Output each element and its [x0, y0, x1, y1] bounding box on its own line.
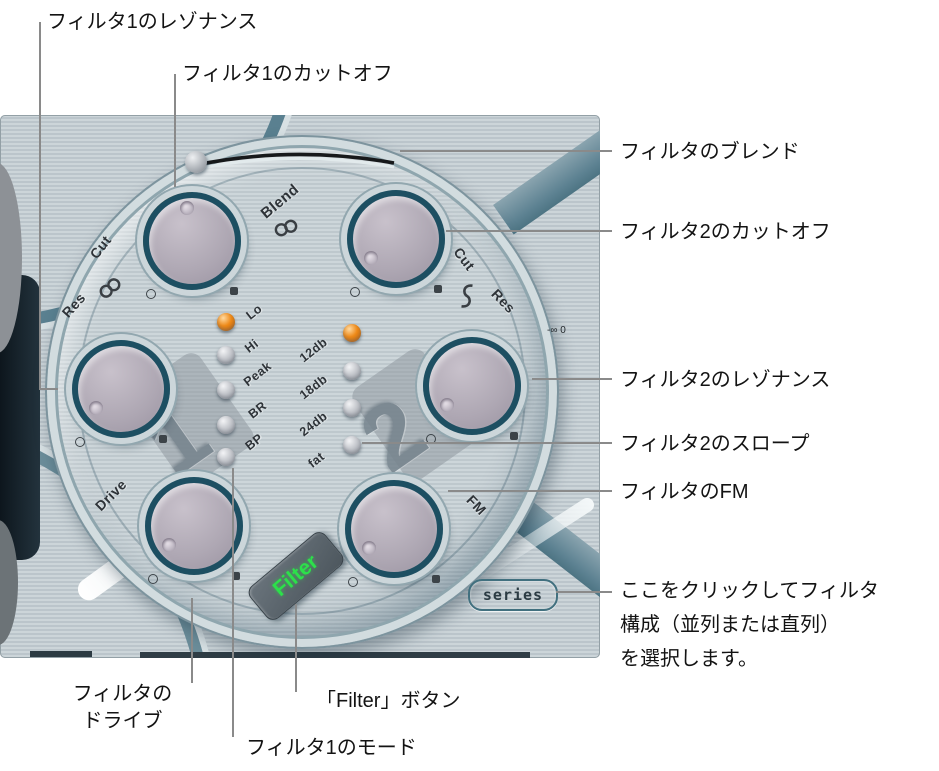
- knob-min-marker: [350, 287, 360, 297]
- knob-pointer: [440, 398, 454, 412]
- filter2-slope-led-fat[interactable]: [343, 436, 361, 454]
- filter2-resonance-knob[interactable]: [408, 322, 538, 452]
- series-button[interactable]: series: [468, 579, 558, 611]
- callout-filter2-slope: フィルタ2のスロープ: [620, 433, 810, 455]
- callout-line-filter1-resonance-h: [39, 388, 58, 390]
- filter2-cutoff-link-icon: [461, 284, 473, 308]
- knob-face: [345, 480, 443, 578]
- knob-max-marker: [230, 287, 238, 295]
- callout-line-filter1-cutoff: [174, 74, 176, 187]
- filter1-mode-led-br[interactable]: [217, 416, 235, 434]
- knob-max-marker: [159, 435, 167, 443]
- filter1-cutoff-knob[interactable]: [128, 177, 258, 307]
- filter1-drive-knob[interactable]: [130, 462, 260, 592]
- callout-line-filter-blend: [400, 150, 612, 152]
- blend-link-icon: [274, 219, 298, 237]
- filter2-slope-led-18db[interactable]: [343, 362, 361, 380]
- panel-gray-sliver-bottom: [0, 520, 18, 645]
- knob-min-marker: [146, 289, 156, 299]
- filter1-resonance-knob[interactable]: [57, 325, 187, 455]
- callout-filter-button: 「Filter」ボタン: [316, 690, 461, 712]
- knob-pointer: [364, 251, 378, 265]
- knob-min-marker: [348, 577, 358, 587]
- knob-pointer: [180, 201, 194, 215]
- blend-slider-track[interactable]: [186, 141, 404, 183]
- filter-fm-knob[interactable]: [330, 465, 460, 595]
- callout-line-filter1-resonance-v: [39, 22, 41, 390]
- callout-line-filter2-cutoff: [446, 230, 612, 232]
- callout-line-drive: [191, 598, 193, 683]
- callout-filter2-resonance: フィルタ2のレゾナンス: [620, 369, 831, 391]
- filter1-mode-led-hi[interactable]: [217, 346, 235, 364]
- knob-min-marker: [75, 437, 85, 447]
- callout-line-filter2-resonance: [532, 378, 612, 380]
- callout-line-filter-button: [295, 604, 297, 692]
- filter1-mode-led-lo[interactable]: [217, 313, 235, 331]
- callout-config-note: ここをクリックしてフィルタ 構成（並列または直列） を選択します。: [620, 580, 879, 670]
- filter1-cutoff-link-icon: [99, 278, 121, 298]
- knob-face: [423, 337, 521, 435]
- knob-max-marker: [232, 572, 240, 580]
- knob-face: [72, 340, 170, 438]
- filter2-cutoff-knob[interactable]: [332, 175, 462, 305]
- callout-line-filter1-mode: [232, 468, 234, 737]
- knob-min-marker: [148, 574, 158, 584]
- filter1-mode-led-bp[interactable]: [217, 448, 235, 466]
- knob-face: [143, 192, 241, 290]
- knob-max-marker: [432, 575, 440, 583]
- callout-line-filter-fm: [448, 490, 612, 492]
- knob-pointer: [162, 538, 176, 552]
- filter2-slope-led-24db[interactable]: [343, 399, 361, 417]
- knob-face: [347, 190, 445, 288]
- panel-bottom-strip-1: [30, 651, 92, 657]
- callout-filter-fm: フィルタのFM: [620, 481, 749, 503]
- callout-filter-drive: フィルタの ドライブ: [72, 683, 173, 732]
- filter1-mode-led-peak[interactable]: [217, 381, 235, 399]
- es2-filter-panel: 1 2 Blend Cut Res: [0, 115, 600, 658]
- edge-scale-text: -∞ 0: [547, 325, 566, 336]
- knob-max-marker: [510, 432, 518, 440]
- filter2-slope-led-12db[interactable]: [343, 324, 361, 342]
- blend-slider-handle[interactable]: [185, 151, 207, 173]
- callout-filter2-cutoff: フィルタ2のカットオフ: [620, 221, 831, 243]
- panel-spoke-top-right: [493, 115, 600, 235]
- knob-pointer: [362, 541, 376, 555]
- callout-line-filter2-slope: [362, 442, 612, 444]
- callout-filter1-resonance: フィルタ1のレゾナンス: [47, 11, 258, 33]
- panel-bottom-strip-2: [140, 652, 530, 658]
- knob-face: [145, 477, 243, 575]
- callout-filter1-mode: フィルタ1のモード: [246, 737, 417, 759]
- callout-line-series: [556, 591, 612, 593]
- callout-filter1-cutoff: フィルタ1のカットオフ: [182, 63, 393, 85]
- knob-pointer: [89, 401, 103, 415]
- knob-max-marker: [434, 285, 442, 293]
- callout-filter-blend: フィルタのブレンド: [620, 141, 800, 163]
- panel-gray-sliver-top: [0, 163, 22, 353]
- series-button-label: series: [482, 586, 544, 604]
